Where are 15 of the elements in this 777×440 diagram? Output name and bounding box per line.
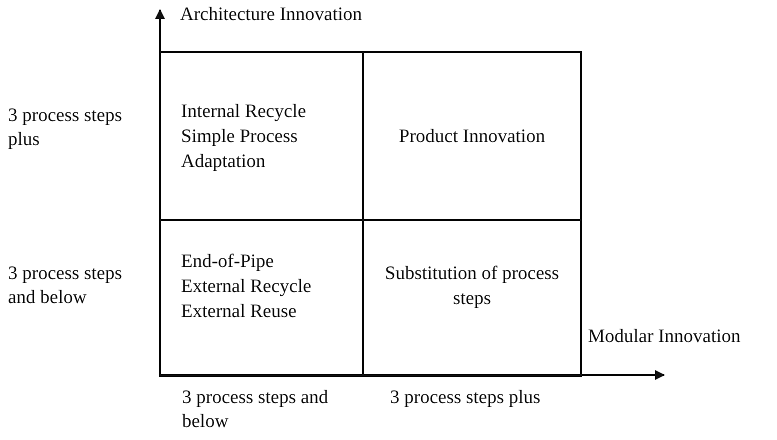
cell-text: Substitution of process steps [384, 262, 560, 311]
cell-text: External Reuse [181, 300, 298, 324]
axis-tick-label: 3 process steps plus [8, 104, 123, 152]
matrix-cell [362, 219, 582, 377]
cell-text: External Recycle [181, 274, 312, 298]
axis-tick-label: 3 process steps and below [182, 386, 330, 434]
cell-text: Product Innovation [398, 124, 546, 148]
axis-tick-label: 3 process steps plus [390, 386, 540, 410]
axis-tick-label: 3 process steps and below [8, 262, 123, 310]
cell-text: End-of-Pipe [181, 250, 275, 274]
axis-title: Architecture Innovation [180, 3, 362, 27]
matrix-cell [362, 51, 582, 221]
axis-title: Modular Innovation [588, 325, 741, 349]
cell-text: Internal Recycle [181, 100, 308, 124]
cell-text: Simple Process Adaptation [181, 124, 299, 174]
